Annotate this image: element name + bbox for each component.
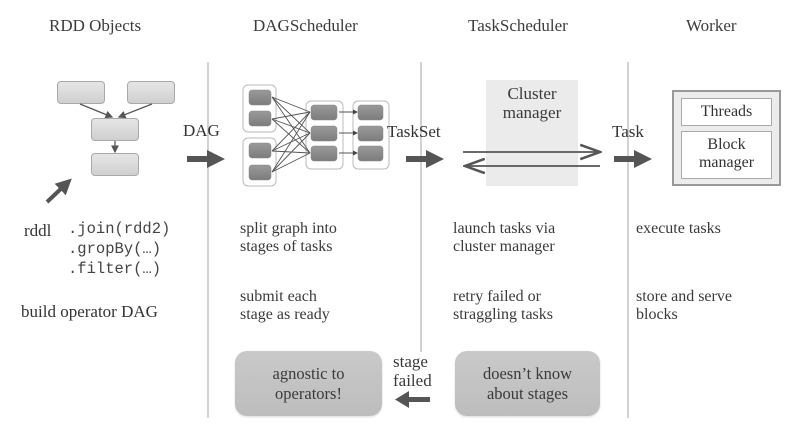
dag-note-agnostic: agnostic to operators! [235, 351, 382, 416]
flow-label-dag: DAG [183, 121, 220, 140]
task-node [248, 110, 272, 127]
stage-failed-arrow-icon [395, 391, 430, 408]
dag-arrow-icon [187, 150, 225, 168]
rdd-edge [79, 103, 114, 119]
task-node [310, 145, 338, 162]
task-description-launch: launch tasks via cluster manager [453, 220, 556, 255]
block-manager-box: Block manager [681, 131, 772, 179]
dag-description-split: split graph into stages of tasks [240, 220, 337, 255]
code-line-groupby: .gropBy(…) [68, 240, 162, 258]
task-node [310, 104, 338, 121]
rdd-node [127, 81, 175, 104]
task-note-stages: doesn’t know about stages [455, 351, 600, 416]
flow-label-task: Task [612, 122, 644, 141]
flow-label-taskset: TaskSet [387, 122, 441, 141]
task-node [310, 125, 338, 142]
column-title-rdd-objects: RDD Objects [49, 16, 142, 35]
task-description-retry: retry failed or straggling tasks [453, 288, 553, 323]
code-line-join: .join(rdd2) [68, 220, 171, 238]
cluster-manager-label: Cluster manager [502, 84, 562, 122]
column-title-taskscheduler: TaskScheduler [468, 16, 568, 35]
task-node [248, 89, 272, 106]
worker-description-execute: execute tasks [636, 220, 721, 237]
task-node [248, 142, 272, 159]
flow-label-stage-failed: stage failed [393, 352, 432, 390]
code-variable: rddl [24, 221, 52, 240]
task-node [248, 164, 272, 181]
code-line-filter: .filter(…) [68, 260, 162, 278]
task-arrow-icon [614, 150, 652, 168]
divider-2 [420, 62, 422, 352]
column-title-worker: Worker [686, 16, 737, 35]
rdd-node [91, 153, 139, 176]
task-node [357, 104, 384, 121]
rdd-node [91, 118, 139, 141]
column-title-dagscheduler: DAGScheduler [253, 16, 358, 35]
task-node [357, 145, 384, 162]
threads-box: Threads [681, 98, 772, 126]
task-node [357, 125, 384, 142]
rdd-node [57, 81, 105, 104]
worker-description-store: store and serve blocks [636, 288, 732, 323]
rdd-description: build operator DAG [21, 302, 158, 321]
taskset-arrow-icon [406, 150, 444, 168]
pointer-arrow-icon [45, 178, 72, 204]
cluster-manager-box [486, 80, 578, 186]
divider-3 [627, 62, 629, 418]
divider-1 [207, 62, 209, 418]
rdd-edge [117, 103, 153, 119]
dag-description-submit: submit each stage as ready [240, 288, 330, 323]
